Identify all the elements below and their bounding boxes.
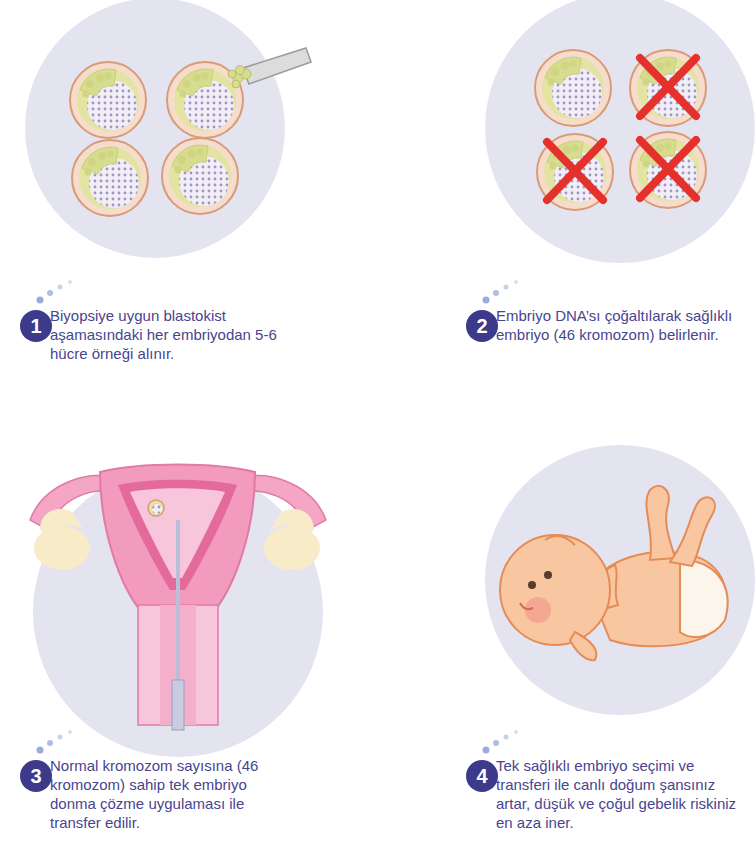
step-description: Embriyo DNA’sı çoğaltılarak sağlıklı emb… (496, 306, 734, 344)
step-number: 2 (466, 310, 498, 342)
step-badge: 1Biyopsiye uygun blastokist aşamasındaki… (20, 310, 52, 342)
step-number: 4 (466, 760, 498, 792)
step-badge: 4Tek sağlıklı embriyo seçimi ve transfer… (466, 760, 498, 792)
step-badge: 3Normal kromozom sayısına (46 kromozom) … (20, 760, 52, 792)
step-badge: 2Embriyo DNA’sı çoğaltılarak sağlıklı em… (466, 310, 498, 342)
step-description: Normal kromozom sayısına (46 kromozom) s… (50, 756, 288, 832)
step-number: 3 (20, 760, 52, 792)
step-number: 1 (20, 310, 52, 342)
step-description: Tek sağlıklı embriyo seçimi ve transferi… (496, 756, 746, 832)
step-description: Biyopsiye uygun blastokist aşamasındaki … (50, 306, 288, 363)
